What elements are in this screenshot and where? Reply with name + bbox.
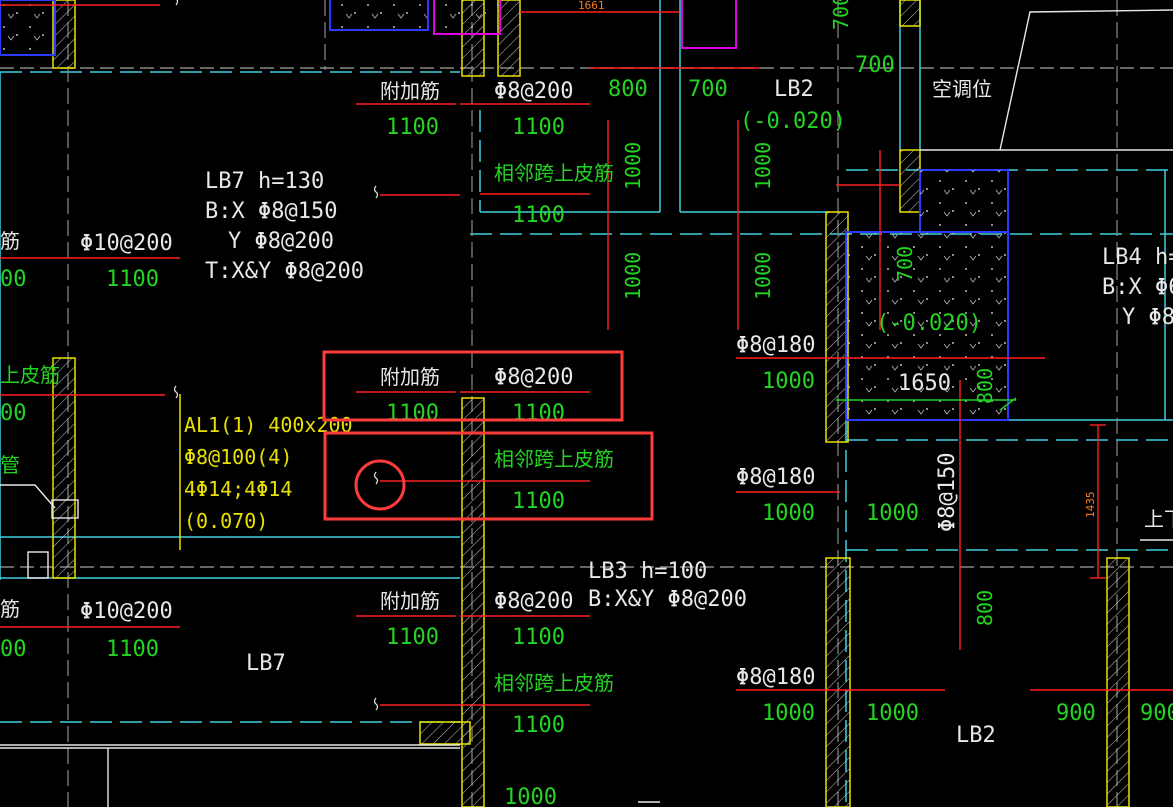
label-additional-rebar-1: 附加筋: [380, 79, 440, 103]
rebar-phi8-150-vertical: Φ8@150: [935, 453, 960, 532]
rebar-phi8-180-c-len2: 1000: [866, 701, 919, 726]
rebar-lines: [0, 4, 1173, 706]
rebar-phi8-180-a-len: 1000: [762, 369, 815, 394]
rebar-adjacent-len-3: 1100: [512, 713, 565, 738]
label-left-rebar-2: 筋: [0, 597, 20, 621]
slab-lb7-thickness: LB7 h=130: [205, 169, 324, 194]
slab-lb3-thickness: LB3 h=100: [588, 559, 707, 584]
rebar-phi10-b-len: 1100: [106, 637, 159, 662]
dim-700-right: 700: [855, 53, 895, 78]
slab-lb4-bottom-x: B:X Φ6@: [1102, 275, 1173, 300]
rebar-900-b: 900: [1140, 701, 1173, 726]
dim-1000-vertical-c: 1000: [621, 252, 645, 300]
beam-stirrup: Φ8@100(4): [184, 445, 292, 469]
label-right-up-down: 上下: [1144, 507, 1173, 531]
rebar-phi8-180-b: Φ8@180: [736, 465, 815, 490]
rebar-phi8-180-a: Φ8@180: [736, 333, 815, 358]
rebar-left-00-b: 00: [0, 401, 27, 426]
rebar-adjacent-len-1: 1100: [512, 203, 565, 228]
rebar-phi8-180-b-len: 1000: [762, 501, 815, 526]
rebar-spec-3: Φ8@200: [494, 589, 573, 614]
dim-1000-vertical-d: 1000: [751, 252, 775, 300]
slab-lb7-bottom-area: LB7: [246, 651, 286, 676]
label-left-top-rebar: 上皮筋: [0, 363, 60, 387]
label-adjacent-span-top-rebar-3: 相邻跨上皮筋: [494, 671, 614, 695]
slab-lb7-bottom-x: B:X Φ8@150: [205, 199, 337, 224]
rebar-phi8-180-b-len2: 1000: [866, 501, 919, 526]
dim-1000-vertical-b: 1000: [751, 142, 775, 190]
outline-lines: [0, 9, 1173, 807]
label-left-pipe: 管: [0, 453, 20, 477]
rebar-phi10-a: Φ10@200: [80, 231, 173, 256]
rebar-phi10-a-len: 1100: [106, 267, 159, 292]
rebar-len-3: 1100: [512, 625, 565, 650]
green-lines: [836, 397, 1017, 411]
highlight-box-additional-rebar[interactable]: [322, 350, 624, 422]
rebar-phi8-180-c-len: 1000: [762, 701, 815, 726]
rebar-900-a: 900: [1056, 701, 1096, 726]
dim-700-vertical-mid: 700: [893, 246, 917, 282]
beam-bars: 4Φ14;4Φ14: [184, 477, 292, 501]
label-adjacent-span-top-rebar-2: 相邻跨上皮筋: [494, 447, 614, 471]
rebar-additional-len-3: 1100: [386, 625, 439, 650]
rebar-end-marks: [173, 0, 379, 711]
label-additional-rebar-2: 附加筋: [380, 365, 440, 389]
slab-lb4-dim-1650: 1650: [898, 371, 951, 396]
slab-lb7-bottom-y: Y Φ8@200: [228, 229, 334, 254]
rebar-phi10-b: Φ10@200: [80, 599, 173, 624]
beam-elevation: (0.070): [184, 509, 268, 533]
dim-1000-vertical-a: 1000: [621, 142, 645, 190]
rebar-highlighted-additional-len: 1100: [386, 401, 439, 426]
slab-lb2-top-elevation: (-0.020): [740, 109, 846, 134]
slab-lb2-top: LB2: [774, 77, 814, 102]
dim-800: 800: [608, 77, 648, 102]
rebar-left-00-c: 00: [0, 637, 27, 662]
rebar-spec-1: Φ8@200: [494, 79, 573, 104]
rebar-additional-len-1: 1100: [386, 115, 439, 140]
slab-lb4-elevation: (-0.020): [876, 311, 982, 336]
label-additional-rebar-3: 附加筋: [380, 589, 440, 613]
dim-800-vertical-right: 800: [973, 368, 997, 404]
dim-700-vertical-top: 700: [829, 0, 853, 30]
rebar-phi8-180-c: Φ8@180: [736, 665, 815, 690]
rebar-len-1: 1100: [512, 115, 565, 140]
rebar-highlighted-spec-len: 1100: [512, 401, 565, 426]
dim-700: 700: [688, 77, 728, 102]
dim-1661: 1661: [578, 0, 605, 12]
rebar-highlighted-adjacent-len: 1100: [512, 489, 565, 514]
selected-rebar-marker[interactable]: [354, 459, 406, 511]
rebar-bottom-1000: 1000: [504, 785, 557, 807]
label-ac-position: 空调位: [932, 77, 992, 101]
label-adjacent-span-top-rebar-1: 相邻跨上皮筋: [494, 161, 614, 185]
label-left-rebar-1: 筋: [0, 229, 20, 253]
slab-lb4-bottom-y: Y Φ8: [1122, 305, 1173, 330]
slab-lb4-thickness: LB4 h=: [1102, 245, 1173, 270]
rebar-highlighted-spec: Φ8@200: [494, 365, 573, 390]
dotted-slab-areas: [0, 0, 1009, 421]
dim-1435: 1435: [1084, 492, 1097, 519]
highlight-box-adjacent-span-rebar[interactable]: [323, 431, 654, 521]
slab-lb2-bottom-area: LB2: [956, 723, 996, 748]
slab-lb3-bottom: B:X&Y Φ8@200: [588, 587, 747, 612]
slab-lb7-top: T:X&Y Φ8@200: [205, 259, 364, 284]
dim-800-vertical-low: 800: [973, 590, 997, 626]
rebar-left-00-a: 00: [0, 267, 27, 292]
